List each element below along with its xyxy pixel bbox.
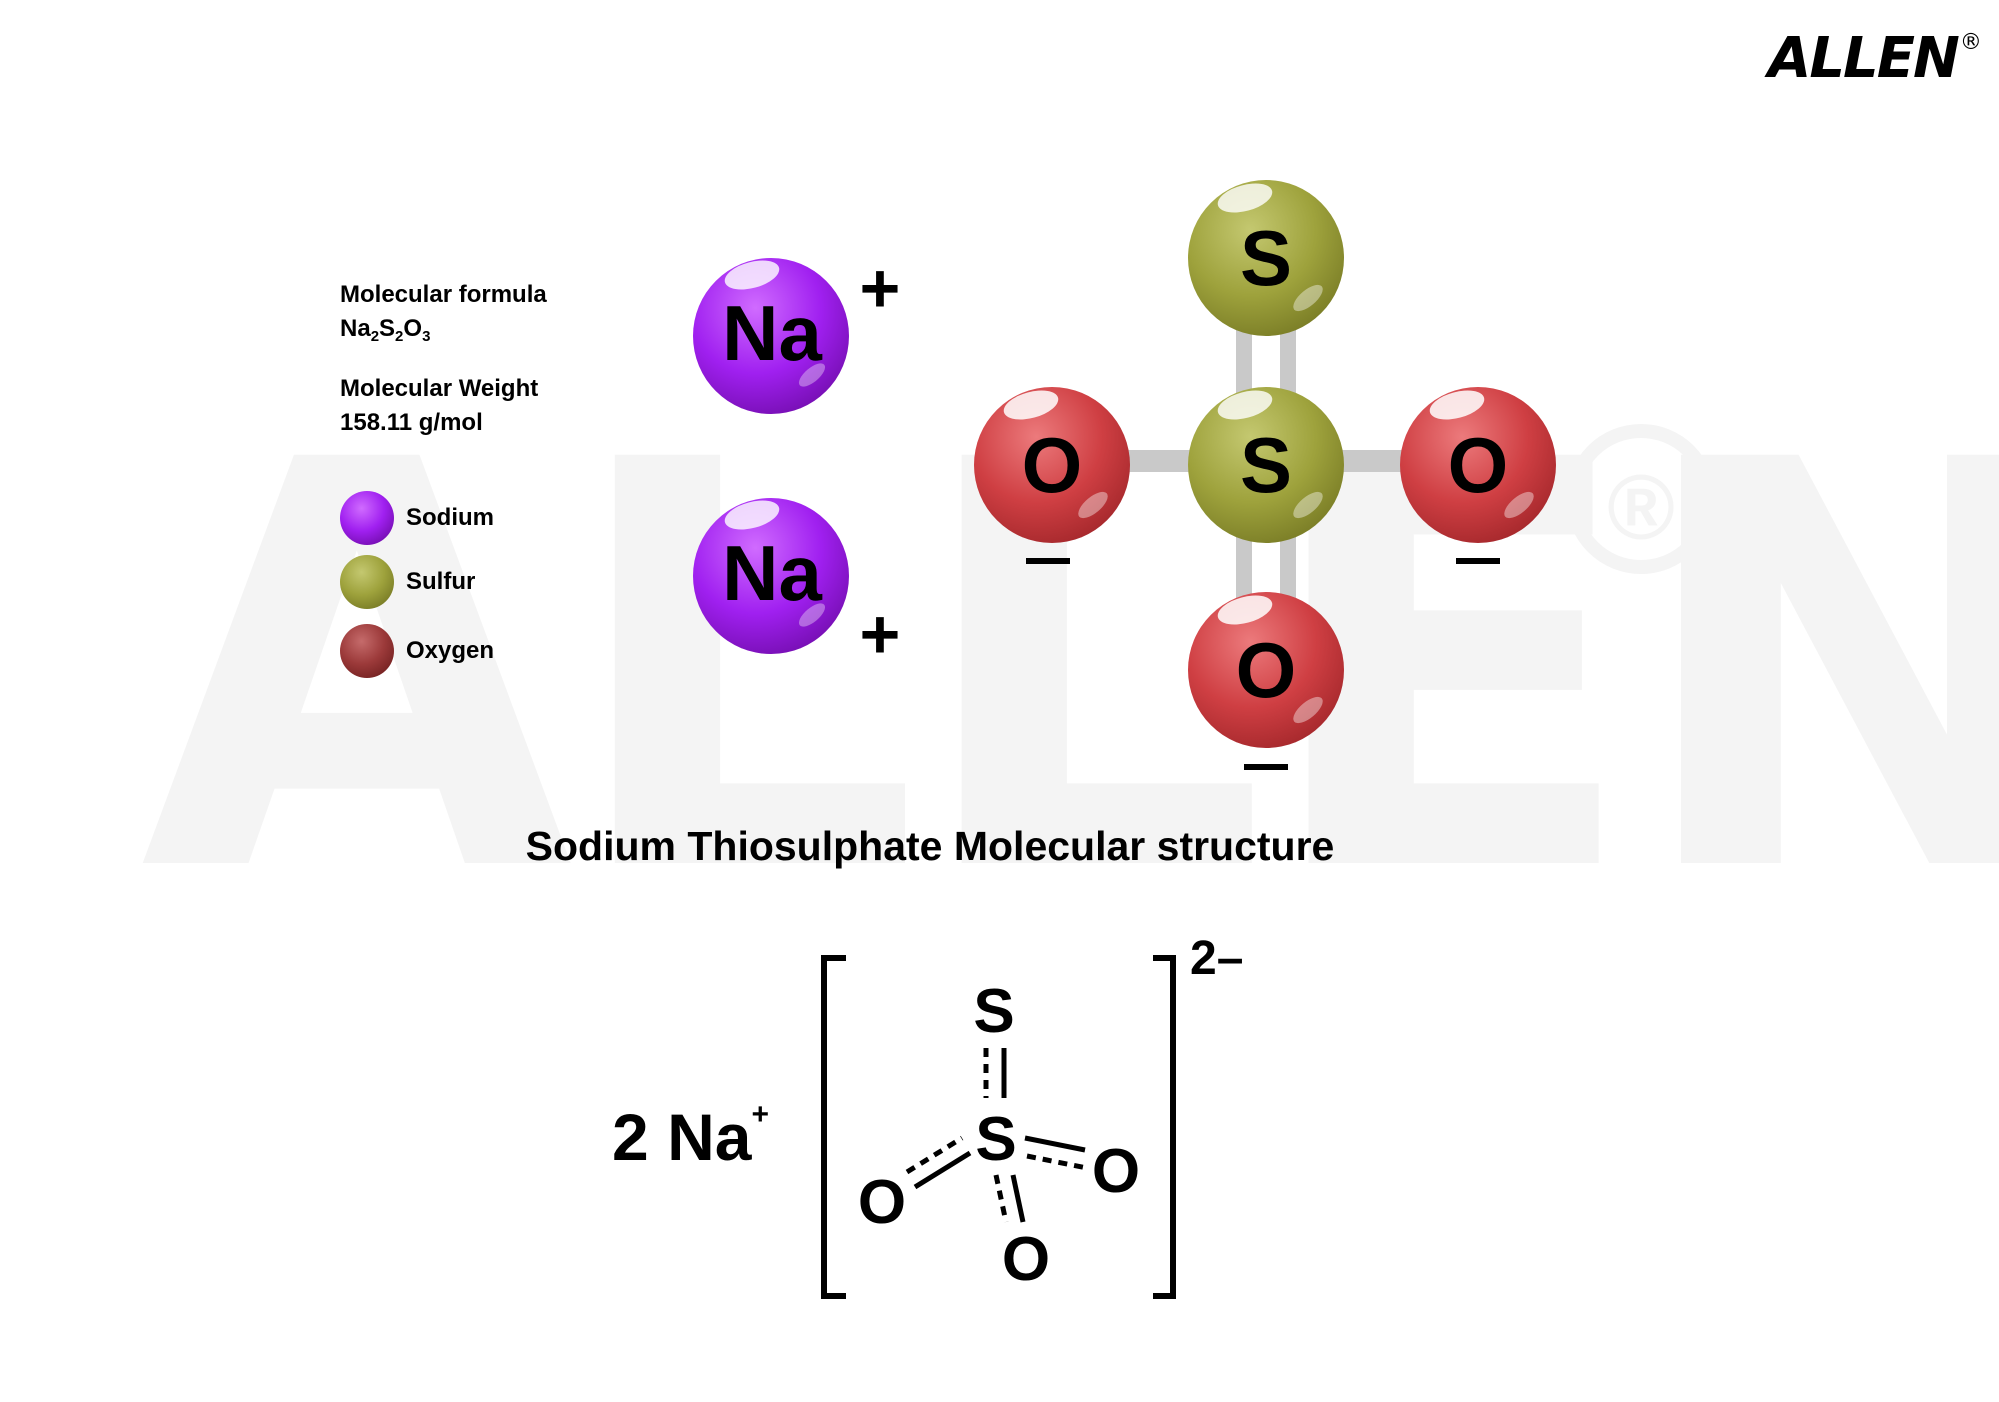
- oxygen-bottom-charge: [1244, 764, 1288, 770]
- sulfur-atom-central: S: [1188, 387, 1344, 543]
- oxygen-right-label: O: [1448, 421, 1509, 509]
- legend-label-sodium: Sodium: [406, 504, 494, 531]
- lewis-bonds: [905, 1048, 1088, 1223]
- oxygen-atom-bottom: O: [1188, 592, 1344, 748]
- weight-label: Molecular Weight: [340, 375, 539, 402]
- oxygen-atom-right: O: [1400, 387, 1556, 543]
- lewis-brackets: [821, 955, 1176, 1299]
- legend-label-sulfur: Sulfur: [406, 568, 476, 595]
- oxygen-left-charge: [1026, 558, 1070, 564]
- diagram-title: Sodium Thiosulphate Molecular structure: [525, 823, 1335, 869]
- legend-balls: [340, 491, 394, 678]
- lewis-atoms: S S O O O: [858, 977, 1140, 1294]
- lewis-sulfur-central: S: [975, 1105, 1016, 1174]
- weight-value: 158.11 g/mol: [340, 409, 483, 436]
- lewis-sulfur-terminal: S: [973, 977, 1014, 1046]
- formula-value: Na2S2O3: [340, 315, 431, 345]
- sodium-charge-bottom: +: [860, 595, 901, 673]
- lewis-oxygen-bottom: O: [1002, 1225, 1050, 1294]
- sodium-charge-top: +: [860, 249, 901, 327]
- sodium-ion-bottom-label: Na: [722, 529, 822, 617]
- formula-block: Molecular formula Na2S2O3: [340, 278, 547, 354]
- sodium-ion-top-label: Na: [722, 289, 822, 377]
- oxygen-atom-left: O: [974, 387, 1130, 543]
- oxygen-bottom-label: O: [1236, 626, 1297, 714]
- sulfur-atom-terminal: S: [1188, 180, 1344, 336]
- sulfur-central-label: S: [1240, 421, 1292, 509]
- formula-label: Molecular formula: [340, 281, 547, 308]
- sodium-ion-top: Na: [693, 258, 849, 414]
- brand-registered-mark: ®: [1959, 30, 1982, 55]
- lewis-anion-charge: 2–: [1190, 932, 1244, 985]
- lewis-oxygen-right: O: [1092, 1137, 1140, 1206]
- legend-label-oxygen: Oxygen: [406, 637, 495, 664]
- lewis-cation-label: 2 Na+: [612, 1098, 769, 1174]
- lewis-oxygen-left: O: [858, 1168, 906, 1237]
- lewis-cation-charge: +: [751, 1098, 769, 1131]
- sulfur-terminal-label: S: [1240, 214, 1292, 302]
- oxygen-left-label: O: [1022, 421, 1083, 509]
- sodium-ion-bottom: Na: [693, 498, 849, 654]
- brand-logo-text: ALLEN: [1768, 26, 1960, 91]
- oxygen-right-charge: [1456, 558, 1500, 564]
- brand-logo: ALLEN®: [1768, 26, 1982, 91]
- weight-block: Molecular Weight 158.11 g/mol: [340, 372, 538, 440]
